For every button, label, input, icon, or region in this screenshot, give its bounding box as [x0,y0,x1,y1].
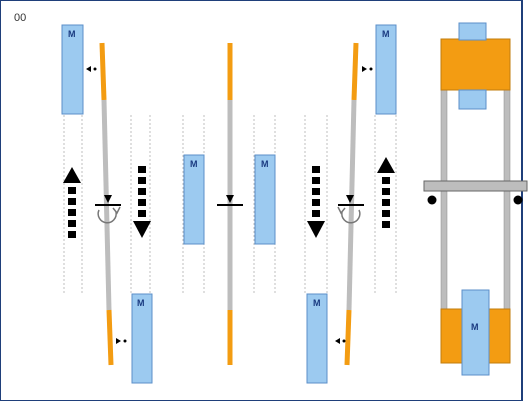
module-label: M [190,159,198,169]
direction-marker-icon [86,66,97,72]
rotation-arrow-icon [341,209,361,224]
config-tilted-right: M M [304,24,397,384]
pivot-icon [346,195,354,203]
module-box [306,293,328,384]
module-box [131,293,153,384]
module-box [254,154,276,245]
direction-marker-icon [335,338,346,344]
frame-post [440,87,448,311]
direction-marker-icon [362,66,373,72]
cross-beam [423,180,528,192]
module-label: M [137,298,145,308]
rod-orange [351,42,359,101]
pivot-icon [104,195,112,203]
rotation-arrow-icon [97,209,117,224]
lane-lines [304,115,397,295]
dashed-up-arrow-icon [63,167,81,238]
rotation-arrow-icon [112,206,121,215]
panel-id-label: 00 [14,12,27,24]
config-tilted-left: M M [61,24,153,384]
dashed-down-arrow-icon [133,166,151,238]
module-box [461,289,490,376]
pivot-icon [226,195,234,203]
rod-orange [99,42,107,101]
module-label: M [471,322,479,332]
module-box [375,24,397,115]
dashed-up-arrow-icon [377,157,395,228]
config-side-frame: M [423,22,528,376]
rod-orange [106,309,114,366]
lane-lines [63,115,151,295]
dashed-down-arrow-icon [307,166,325,238]
config-aligned: M M [182,43,276,365]
module-box [458,89,487,110]
module-box [183,154,205,245]
rod-orange [344,309,352,366]
module-label: M [261,159,269,169]
direction-marker-icon [116,338,127,344]
wheel-icon [513,195,523,205]
module-box [458,22,487,41]
wheel-icon [427,195,437,205]
module-label: M [313,298,321,308]
module-label: M [68,29,76,39]
module-box [61,24,84,115]
module-label: M [382,29,390,39]
frame-post [503,87,511,311]
rotation-arrow-icon [337,206,346,215]
top-block [440,38,511,91]
